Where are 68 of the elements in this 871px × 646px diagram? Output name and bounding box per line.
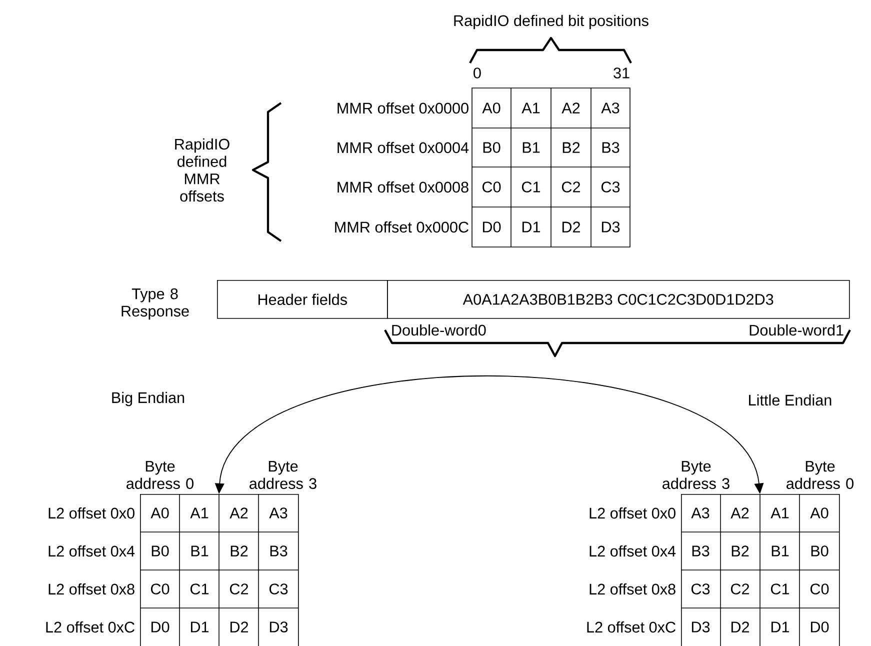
heading: Big Endian (112, 392, 184, 406)
column-label: Byte address 0 (126, 461, 194, 489)
field-box: Header fields (217, 280, 388, 319)
table-cell: B3 (692, 546, 710, 556)
table-cell: A3 (601, 102, 620, 114)
table-cell: B3 (602, 142, 620, 153)
table-cell: D2 (230, 622, 248, 632)
heading: Little Endian (749, 394, 832, 406)
table-cell: A2 (730, 508, 749, 518)
table-cell: A1 (522, 102, 540, 114)
table-cell: B0 (152, 546, 169, 556)
table-cell: D2 (562, 222, 580, 232)
heading: RapidIO defined bit positions (454, 14, 648, 30)
table-cell: C2 (230, 584, 248, 594)
table-cell: B1 (191, 546, 208, 556)
table-cell: B2 (562, 142, 580, 153)
table-cell: A2 (562, 102, 580, 114)
memory-grid (680, 494, 840, 646)
table-cell: D3 (602, 222, 620, 232)
table-cell: C3 (691, 584, 710, 594)
table-cell: A0 (810, 508, 828, 518)
table-cell: A1 (190, 508, 208, 518)
table-cell: D3 (692, 622, 710, 632)
table-cell: C1 (522, 182, 540, 192)
table-cell: D1 (190, 622, 209, 632)
table-cell: B1 (772, 546, 789, 556)
table-cell: D2 (731, 622, 750, 632)
table-cell: C3 (269, 584, 288, 594)
field-box: A0A1A2A3B0B1B2B3 C0C1C2C3D0D1D2D3 (387, 280, 850, 319)
table-cell: B0 (483, 142, 500, 153)
table-cell: C0 (150, 584, 170, 594)
column-label: Byte address 0 (786, 461, 854, 489)
table-cell: A3 (269, 508, 288, 518)
column-label: Byte address 3 (662, 461, 730, 489)
column-label: Byte address 3 (250, 461, 316, 489)
table-cell: D0 (810, 622, 829, 632)
field-label: Double-word0 (392, 324, 486, 336)
bit-number: 31 (614, 68, 630, 78)
row-label: MMR offset 0x000C (335, 221, 468, 233)
row-label: MMR offset 0x0008 (338, 181, 468, 193)
group-label: RapidIO defined MMR offsets (175, 138, 230, 202)
memory-grid (140, 494, 299, 646)
row-label: MMR offset 0x0004 (338, 142, 469, 154)
table-cell: C2 (562, 182, 580, 192)
table-cell: D0 (151, 622, 170, 632)
table-cell: A1 (770, 508, 789, 518)
table-cell: A3 (691, 508, 710, 518)
table-cell: C0 (482, 182, 501, 192)
table-cell: B1 (522, 142, 540, 153)
row-label: Type 8 Response (122, 288, 189, 320)
table-cell: C2 (730, 584, 750, 594)
table-cell: C1 (770, 584, 790, 594)
table-cell: B2 (230, 546, 248, 556)
table-cell: D0 (482, 222, 501, 232)
table-cell: B3 (270, 546, 288, 556)
table-cell: B2 (732, 546, 749, 556)
table-cell: A0 (482, 102, 500, 114)
table-cell: B0 (811, 546, 828, 556)
table-cell: D1 (771, 622, 790, 632)
table-cell: C0 (810, 584, 829, 594)
table-cell: C3 (601, 182, 620, 192)
bit-number: 0 (474, 68, 481, 78)
table-cell: A2 (230, 508, 248, 518)
table-cell: A0 (150, 508, 169, 518)
row-label: MMR offset 0x0000 (338, 102, 468, 114)
table-cell: C1 (190, 584, 209, 594)
table-cell: D1 (522, 222, 540, 232)
table-cell: D3 (270, 622, 288, 632)
